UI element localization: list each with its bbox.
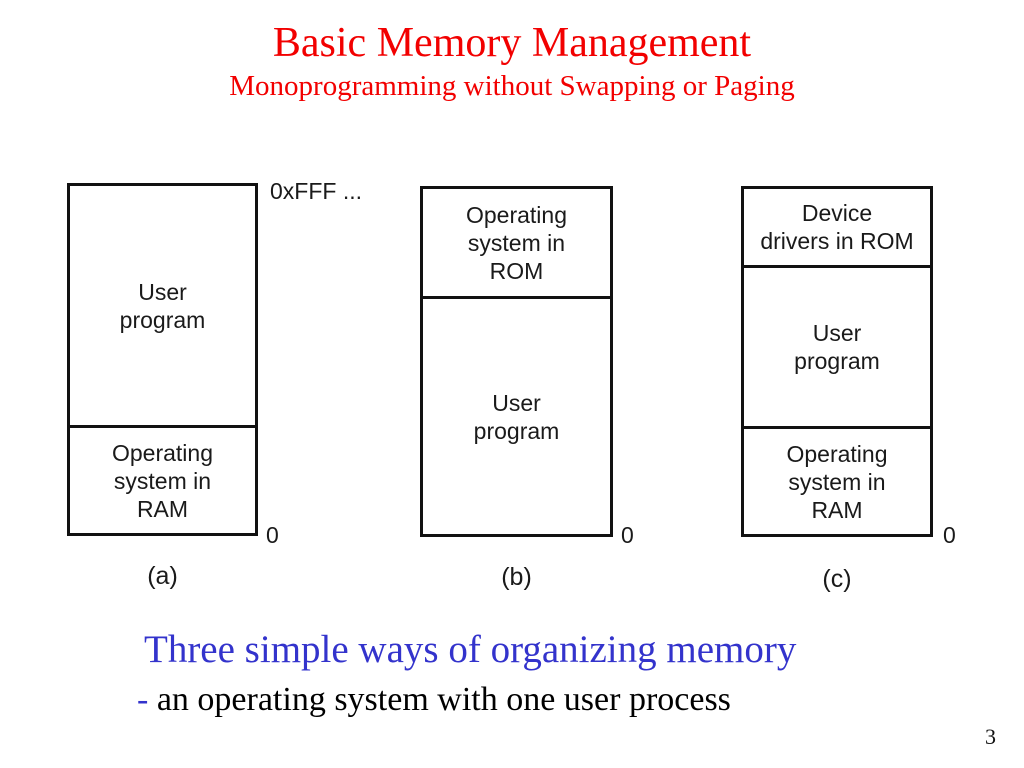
section-line: system in: [788, 468, 886, 495]
title-block: Basic Memory Management Monoprogramming …: [0, 18, 1024, 104]
address-label-zero: 0: [943, 522, 956, 548]
section-line: program: [794, 348, 880, 374]
section-line: Device: [801, 200, 873, 226]
section-line: Operating: [111, 439, 213, 466]
section-line: User: [812, 320, 862, 346]
section-line: RAM: [811, 496, 863, 523]
caption-heading: Three simple ways of organizing memory: [144, 628, 797, 671]
section-line: Operating: [786, 440, 888, 467]
caption-text: an operating system with one user proces…: [156, 681, 731, 718]
page-number: 3: [985, 724, 996, 749]
section-user-program: User program: [70, 186, 255, 425]
section-line: User: [138, 278, 187, 305]
slide-title: Basic Memory Management: [272, 20, 752, 66]
section-line: ROM: [489, 257, 544, 284]
section-line: User: [492, 389, 541, 416]
caption-body: - an operating system with one user proc…: [137, 680, 731, 720]
section-line: system in: [467, 229, 566, 256]
address-label-zero: 0: [621, 522, 634, 548]
section-device-drivers-in-rom: Device drivers in ROM: [744, 189, 930, 265]
slide-subtitle: Monoprogramming without Swapping or Pagi…: [229, 70, 795, 102]
caption-dash: -: [137, 681, 149, 718]
section-line: program: [473, 417, 560, 444]
section-line: RAM: [136, 495, 189, 522]
figure-label-c: (c): [822, 565, 852, 593]
address-label-top: 0xFFF ...: [270, 178, 362, 204]
section-user-program: User program: [744, 265, 930, 426]
figure-label-a: (a): [147, 562, 178, 590]
memory-diagram-b: Operating system in ROM User program: [420, 186, 613, 537]
memory-diagram-a: User program Operating system in RAM: [67, 183, 258, 536]
section-line: program: [119, 306, 206, 333]
address-label-zero: 0: [266, 522, 279, 548]
figure-label-b: (b): [501, 563, 532, 591]
memory-diagram-c: Device drivers in ROM User program Opera…: [741, 186, 933, 537]
section-os-in-rom: Operating system in ROM: [423, 189, 610, 296]
section-line: Operating: [465, 201, 567, 228]
section-os-in-ram: Operating system in RAM: [744, 426, 930, 534]
section-line: drivers in ROM: [760, 228, 914, 254]
section-line: system in: [113, 467, 212, 494]
section-os-in-ram: Operating system in RAM: [70, 425, 255, 533]
section-user-program: User program: [423, 296, 610, 534]
